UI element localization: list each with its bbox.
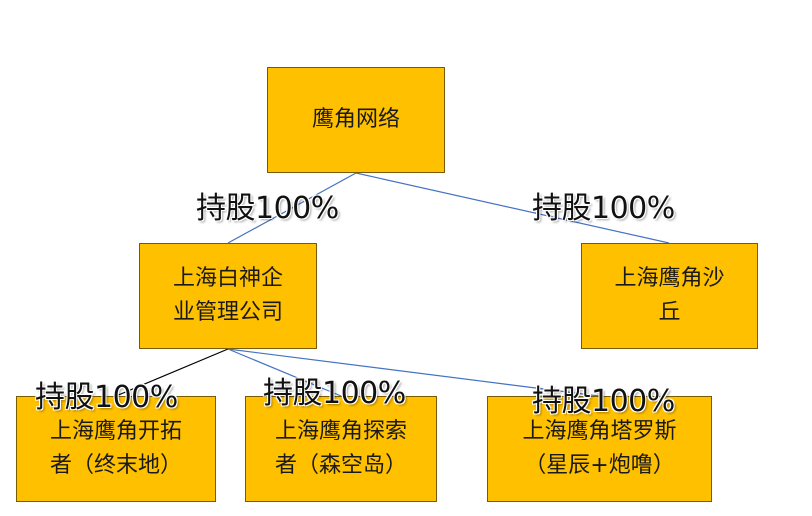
- edge-label-baishen-tansuo: 持股100%: [263, 376, 406, 411]
- node-label: 鹰角网络: [311, 107, 400, 132]
- node-shanghai-baishen: 上海白神企 业管理公司: [139, 243, 317, 349]
- node-label-line-1: 上海鹰角塔罗斯: [522, 419, 677, 444]
- node-shanghai-kaituo: 上海鹰角开拓 者（终末地）: [16, 396, 216, 502]
- node-label-block: 上海鹰角塔罗斯 （星辰+炮噜）: [522, 415, 676, 483]
- node-label-line-1: 上海鹰角沙: [614, 266, 725, 291]
- node-label-line-2: 业管理公司: [172, 300, 283, 325]
- connector-baishen-taluosi: [227, 348, 600, 397]
- node-label-line-2: 者（森空岛）: [274, 453, 407, 478]
- connector-baishen-kaituo: [115, 348, 229, 397]
- connector-root-shaqiu: [355, 172, 670, 244]
- node-shanghai-tansuo: 上海鹰角探索 者（森空岛）: [245, 396, 437, 502]
- edge-label-baishen-kaituo: 持股100%: [35, 380, 178, 415]
- node-shanghai-shaqiu: 上海鹰角沙 丘: [581, 243, 758, 349]
- node-label-line-1: 上海鹰角探索: [274, 419, 407, 444]
- edge-label-root-baishen: 持股100%: [196, 191, 339, 226]
- node-label-block: 上海鹰角开拓 者（终末地）: [50, 415, 182, 483]
- node-label-line-2: （星辰+炮噜）: [524, 453, 675, 478]
- node-label-line-2: 丘: [658, 300, 681, 325]
- edge-label-root-shaqiu: 持股100%: [532, 191, 675, 226]
- node-label-block: 上海鹰角探索 者（森空岛）: [275, 415, 407, 483]
- node-label-line-1: 上海白神企: [172, 266, 283, 291]
- node-label-line-1: 上海鹰角开拓: [49, 419, 182, 444]
- node-shanghai-taluosi: 上海鹰角塔罗斯 （星辰+炮噜）: [487, 396, 712, 502]
- edge-label-baishen-taluosi: 持股100%: [532, 384, 675, 419]
- node-label-line-2: 者（终末地）: [49, 453, 182, 478]
- connector-root-baishen: [227, 172, 357, 244]
- node-label-block: 上海白神企 业管理公司: [173, 262, 283, 330]
- connector-baishen-tansuo: [227, 348, 342, 397]
- node-label-block: 上海鹰角沙 丘: [614, 262, 724, 330]
- node-yingjiao-network: 鹰角网络: [267, 67, 445, 173]
